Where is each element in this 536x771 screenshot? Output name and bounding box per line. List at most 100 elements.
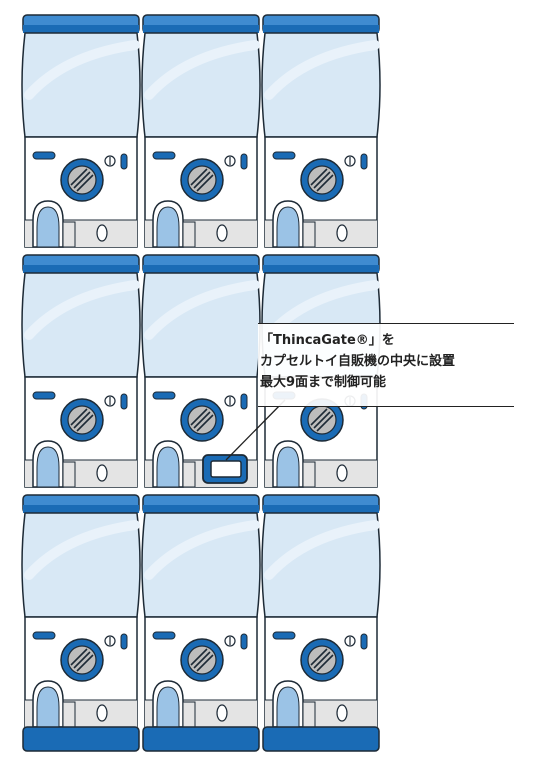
dial-grip [76,414,94,432]
return-slot [336,464,348,482]
coin-slot [152,631,176,640]
coin-slot [32,391,56,400]
side-pill [120,153,128,170]
dome-highlight [144,280,260,340]
outlet-window [156,686,180,728]
top-band-shade [263,505,379,513]
dial-grip [73,651,91,669]
return-slot [96,704,108,722]
return-slot [336,704,348,722]
vending-machine [141,14,261,248]
return-slot [216,704,228,722]
dial-grip [190,408,208,426]
dial-grip [316,414,334,432]
vending-machine [21,14,141,248]
top-band-shade [263,25,379,33]
dial-grip [316,654,334,672]
dial-grip [76,654,94,672]
machine-grid [21,14,381,752]
outlet-flap [302,221,316,248]
return-slot [96,464,108,482]
callout-line-1: 「ThincaGate®」を [260,333,395,348]
side-pill [120,393,128,410]
top-band-shade [143,25,259,33]
dial-grip [316,174,334,192]
outlet-window [276,206,300,248]
dial-grip [313,651,331,669]
outlet-window [156,206,180,248]
callout-leader-line [225,399,286,461]
outlet-window [276,686,300,728]
dial-grip [310,648,328,666]
coin-slot [152,151,176,160]
dome-highlight [264,40,380,100]
outlet-flap [62,701,76,728]
outlet-flap [182,461,196,488]
base-band [142,726,260,752]
top-band-shade [263,265,379,273]
dial-grip [193,651,211,669]
thincagate-reader [202,454,248,484]
base-band [262,726,380,752]
outlet-flap [182,221,196,248]
vending-machine [261,494,381,752]
vending-machine [21,494,141,752]
outlet-window [36,686,60,728]
side-pill [240,153,248,170]
dial-grip [310,408,328,426]
outlet-flap [182,701,196,728]
reader-screen [210,460,242,478]
dial-grip [70,408,88,426]
coin-slot [272,151,296,160]
callout-box: 「ThincaGate®」を カプセルトイ自販機の中央に設置 最大9面まで制御可… [258,323,514,407]
dial-grip [196,174,214,192]
dome-highlight [144,40,260,100]
dial-grip [73,411,91,429]
dial-grip [193,411,211,429]
top-band-shade [23,265,139,273]
outlet-window [276,446,300,488]
return-slot [336,224,348,242]
base-band [22,726,140,752]
outlet-flap [62,461,76,488]
vending-machine [141,494,261,752]
side-pill [240,393,248,410]
top-band-shade [23,25,139,33]
outlet-window [156,446,180,488]
vending-machine [141,254,261,488]
side-pill [360,633,368,650]
outlet-window [36,446,60,488]
callout-line-2: カプセルトイ自販機の中央に設置 [260,354,456,369]
dome-highlight [264,520,380,580]
side-pill [120,633,128,650]
dial-grip [193,171,211,189]
coin-slot [32,631,56,640]
dome-highlight [24,520,140,580]
top-band-shade [23,505,139,513]
outlet-window [36,206,60,248]
dial-grip [196,414,214,432]
outlet-flap [302,701,316,728]
callout-line-3: 最大9面まで制御可能 [260,375,387,390]
vending-machine [261,14,381,248]
dial-grip [70,168,88,186]
coin-slot [152,391,176,400]
dial-grip [73,171,91,189]
outlet-flap [302,461,316,488]
top-band-shade [143,265,259,273]
dial-grip [310,168,328,186]
side-pill [360,153,368,170]
dome-highlight [144,520,260,580]
dial-grip [313,411,331,429]
dial-grip [196,654,214,672]
top-band-shade [143,505,259,513]
dial-grip [70,648,88,666]
return-slot [96,224,108,242]
coin-slot [32,151,56,160]
coin-slot [272,631,296,640]
dial-grip [190,648,208,666]
vending-machine [21,254,141,488]
dial-grip [76,174,94,192]
side-pill [240,633,248,650]
